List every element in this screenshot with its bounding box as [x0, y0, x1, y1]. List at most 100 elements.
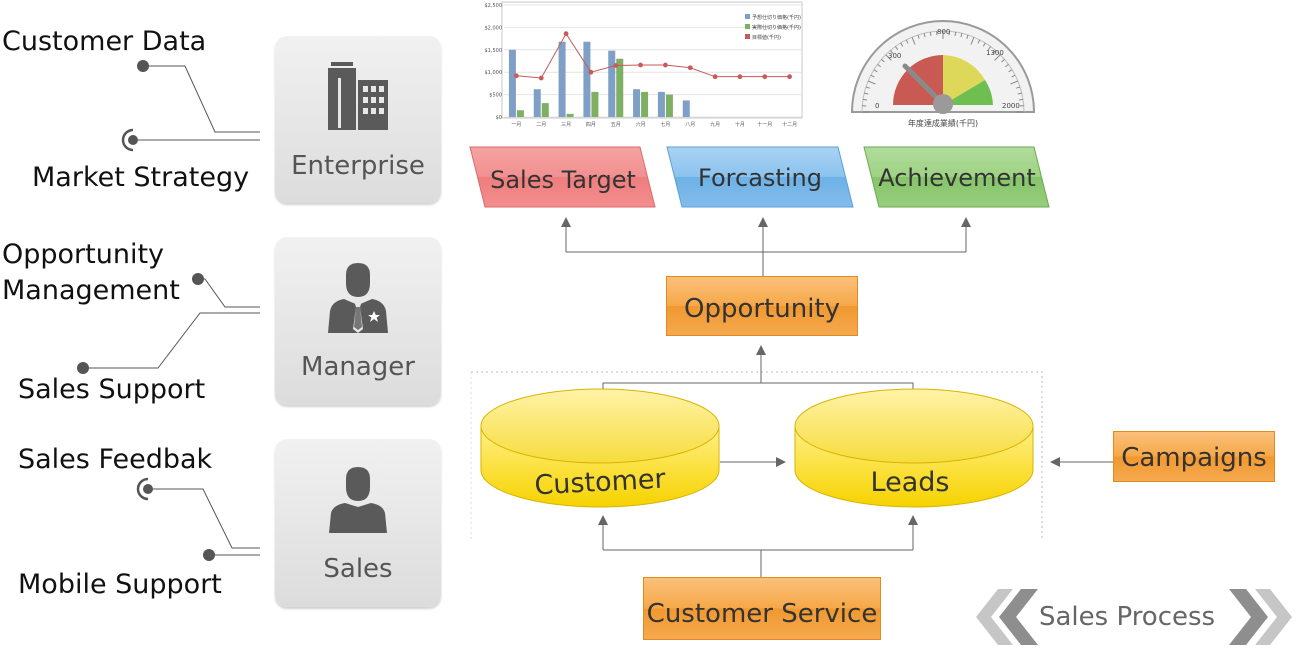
opportunity-to-metrics-arrows	[566, 218, 966, 276]
manager-label: Manager	[275, 352, 441, 382]
chart-xtick-label: 五月	[611, 122, 621, 128]
chart-xtick-label: 九月	[710, 121, 720, 128]
chart-line-point	[713, 74, 718, 79]
gauge-tick-mark	[930, 32, 931, 36]
label-opportunity-management-line2: Management	[2, 276, 180, 306]
chart-legend-swatch	[745, 14, 750, 19]
label-sales-support: Sales Support	[18, 375, 205, 405]
chart-xtick-label: 二月	[536, 122, 546, 128]
dot-sales-support	[77, 362, 89, 374]
chart-line-point	[564, 31, 569, 36]
customer-cylinder-top	[481, 389, 719, 463]
label-mobile-support: Mobile Support	[18, 570, 222, 600]
connector-sales-feedback	[148, 489, 260, 548]
chart-ytick-label: $0	[496, 115, 502, 121]
chart-bar	[641, 92, 648, 117]
chart-bar	[633, 89, 640, 117]
chart-xtick-label: 七月	[660, 121, 670, 128]
chart-xtick-label: 十一月	[757, 121, 772, 128]
campaigns-box: Campaigns	[1113, 431, 1275, 482]
manager-person-icon	[328, 263, 388, 333]
chart-legend-swatch	[745, 24, 750, 29]
chart-xtick-label: 十月	[735, 121, 745, 128]
opportunity-box: Opportunity	[666, 276, 858, 336]
service-to-db-arrows	[603, 516, 913, 577]
gauge-chart: 0 300 800 1300 2000 年度達成業績(千円)	[852, 21, 1034, 128]
chart-bar	[666, 95, 673, 117]
chart-line-point	[613, 63, 618, 68]
gauge-caption: 年度達成業績(千円)	[908, 118, 978, 128]
chart-bar	[608, 51, 615, 117]
connector-dots	[77, 60, 215, 561]
gauge-tick-mark	[863, 99, 867, 100]
dot-sales-feedback	[143, 484, 153, 494]
chart-bar	[509, 50, 516, 117]
enterprise-card: Enterprise	[275, 36, 441, 203]
sales-card: Sales	[275, 439, 441, 607]
chart-line-point	[688, 65, 693, 70]
dot-market-strategy	[128, 135, 138, 145]
gauge-tick-label-4: 2000	[1002, 102, 1020, 110]
sales-process-label: Sales Process	[1039, 602, 1215, 632]
chart-line-point	[638, 63, 643, 68]
chart-bar	[616, 59, 623, 117]
sales-label: Sales	[275, 554, 441, 584]
chart-bar	[567, 114, 574, 117]
chart-bar	[534, 89, 541, 117]
chart-ytick-label: $1,000	[485, 70, 503, 76]
dot-mobile-support	[203, 549, 215, 561]
chart-line-point	[762, 74, 767, 79]
chart-xtick-label: 三月	[561, 122, 571, 128]
gauge-tick-label-3: 1300	[986, 49, 1004, 57]
chart-ytick-label: $2,500	[485, 3, 503, 9]
dot-opportunity-management	[192, 273, 204, 285]
left-connectors	[83, 66, 260, 555]
chart-legend-label: 実際仕切り価格(千円)	[752, 24, 801, 31]
chart-line-point	[663, 63, 668, 68]
gauge-tick-mark	[955, 32, 956, 36]
gauge-hub	[933, 94, 953, 114]
chart-bar	[559, 42, 566, 117]
dot-customer-data	[137, 60, 149, 72]
leads-label: Leads	[810, 467, 1010, 498]
chart-legend-swatch	[745, 34, 750, 39]
manager-card: Manager	[275, 237, 441, 405]
chart-bar	[591, 92, 598, 117]
chart-line-point	[539, 76, 544, 81]
building-icon	[328, 62, 388, 130]
chart-xtick-label: 一月	[511, 122, 521, 128]
forecasting-label: Forcasting	[675, 164, 845, 192]
chart-bar	[583, 42, 590, 117]
chart-xtick-label: 十二月	[782, 121, 797, 128]
enterprise-label: Enterprise	[275, 151, 441, 181]
chart-xtick-label: 六月	[636, 121, 646, 128]
chart-xtick-label: 四月	[586, 122, 596, 128]
chart-legend-label: 目標値(千円)	[752, 34, 781, 41]
chart-line-point	[589, 70, 594, 75]
sales-process-chevrons-left	[976, 589, 1038, 645]
chart-ytick-label: $500	[489, 93, 502, 99]
person-icon	[329, 467, 387, 533]
gauge-tick-mark	[1019, 99, 1023, 100]
connector-sales-support	[83, 313, 260, 368]
chart-bar	[658, 92, 665, 117]
chart-line-point	[787, 74, 792, 79]
chart-bar	[542, 103, 549, 117]
achievement-label: Achievement	[872, 164, 1042, 192]
gauge-tick-label-2: 800	[937, 28, 950, 36]
sales-target-label: Sales Target	[478, 166, 648, 194]
chart-line-point	[738, 74, 743, 79]
sales-process-chevrons-right	[1229, 589, 1292, 645]
chart-line-point	[514, 73, 519, 78]
label-sales-feedback: Sales Feedbak	[18, 445, 212, 475]
chart-ytick-label: $1,500	[485, 48, 503, 54]
gauge-tick-label-0: 0	[875, 102, 879, 110]
connector-customer-data	[143, 66, 260, 132]
chart-ytick-label: $2,000	[485, 25, 503, 31]
chart-xtick-label: 八月	[685, 122, 695, 128]
leads-cylinder-top	[795, 389, 1033, 463]
connector-opportunity-management	[198, 279, 260, 307]
chart-bar	[517, 110, 524, 117]
bar-line-chart: 一月 二月 三月 四月 五月 六月 七月 八月 九月 十月 十一月 十二月 $0 $500 $1,000 $…	[485, 2, 803, 128]
